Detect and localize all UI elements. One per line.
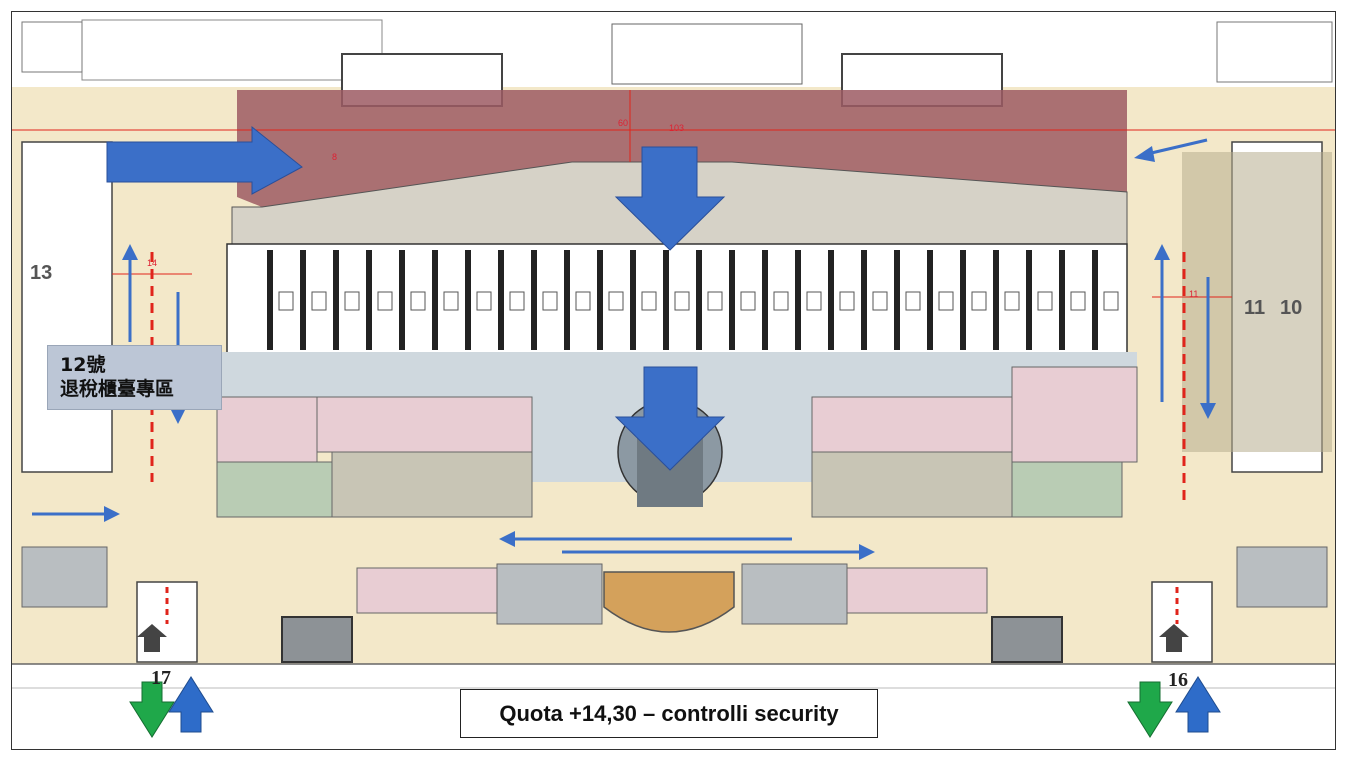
lane-divider	[861, 250, 867, 350]
scanner-unit	[344, 291, 360, 311]
office-block-right-green	[1011, 461, 1123, 518]
scanner-unit	[443, 291, 459, 311]
lane-divider	[1092, 250, 1098, 350]
scanner-unit	[938, 291, 954, 311]
scanner-unit	[1070, 291, 1086, 311]
security-lanes-zone	[226, 243, 1128, 355]
lower-pink-left	[356, 567, 498, 614]
scanner-unit	[1103, 291, 1119, 311]
lower-pink-right	[846, 567, 988, 614]
scanner-unit	[641, 291, 657, 311]
scanner-unit	[773, 291, 789, 311]
scanner-unit	[971, 291, 987, 311]
dim-diag: 8	[332, 152, 338, 162]
lane-divider	[300, 250, 306, 350]
lane-divider	[894, 250, 900, 350]
exit-16-down-arrow	[1127, 681, 1173, 738]
scanner-unit	[806, 291, 822, 311]
scanner-unit	[872, 291, 888, 311]
dim-depth: 60	[618, 118, 629, 128]
exit-17-label: 17	[151, 667, 171, 689]
scanner-unit	[740, 291, 756, 311]
lane-divider	[597, 250, 603, 350]
entry-flow-arrow	[106, 125, 303, 195]
security-lanes	[267, 250, 1119, 350]
lane-divider	[399, 250, 405, 350]
tax-refund-zone-title: 退稅櫃臺專區	[60, 378, 175, 400]
level-caption: Quota +14,30 – controlli security	[460, 689, 878, 738]
scanner-unit	[905, 291, 921, 311]
scanner-unit	[377, 291, 393, 311]
lane-divider	[1026, 250, 1032, 350]
scanner-unit	[311, 291, 327, 311]
lane-divider	[795, 250, 801, 350]
lane-divider	[762, 250, 768, 350]
office-block-right-pink	[811, 396, 1013, 453]
lane-divider	[267, 250, 273, 350]
tax-refund-zone-label: 12號 退稅櫃臺專區	[47, 345, 222, 410]
lane-divider	[564, 250, 570, 350]
scanner-unit	[1004, 291, 1020, 311]
lane-divider	[927, 250, 933, 350]
escalator-block-left	[21, 141, 113, 473]
scanner-unit	[1037, 291, 1053, 311]
lane-divider	[366, 250, 372, 350]
upper-building-area	[12, 12, 1335, 87]
lane-divider	[630, 250, 636, 350]
lane-divider	[531, 250, 537, 350]
office-block-left-pink	[216, 396, 318, 463]
lane-divider	[465, 250, 471, 350]
scanner-unit	[278, 291, 294, 311]
lane-divider	[432, 250, 438, 350]
lane-divider	[1059, 250, 1065, 350]
lane-divider	[498, 250, 504, 350]
scanner-unit	[509, 291, 525, 311]
lane-divider	[333, 250, 339, 350]
scanner-unit	[476, 291, 492, 311]
scanner-unit	[707, 291, 723, 311]
scanner-unit	[839, 291, 855, 311]
scanner-unit	[542, 291, 558, 311]
gate-11-label: 11	[1244, 297, 1266, 319]
gate-10-label: 10	[1280, 297, 1303, 319]
central-lobby	[603, 571, 735, 633]
exit-16-label: 16	[1168, 669, 1188, 691]
scanner-unit	[608, 291, 624, 311]
down-arrow-to-escalator	[614, 366, 726, 471]
exit-17-down-arrow	[129, 681, 175, 738]
lane-divider	[828, 250, 834, 350]
dim-side-right: 11	[1189, 289, 1199, 299]
scanner-unit	[410, 291, 426, 311]
exit-16-up-arrow	[1175, 676, 1221, 733]
gate-13-label: 13	[30, 262, 53, 284]
scanner-unit	[674, 291, 690, 311]
lane-divider	[729, 250, 735, 350]
exit-17-up-arrow	[168, 676, 214, 733]
scanner-unit	[575, 291, 591, 311]
dim-width: 103	[669, 123, 685, 133]
lane-divider	[696, 250, 702, 350]
down-arrow-to-security	[614, 146, 726, 251]
lane-divider	[663, 250, 669, 350]
office-block-left-green	[216, 461, 333, 518]
tax-refund-zone-number: 12號	[60, 354, 106, 376]
dim-side-left: 14	[147, 258, 158, 268]
lane-divider	[993, 250, 999, 350]
lane-divider	[960, 250, 966, 350]
